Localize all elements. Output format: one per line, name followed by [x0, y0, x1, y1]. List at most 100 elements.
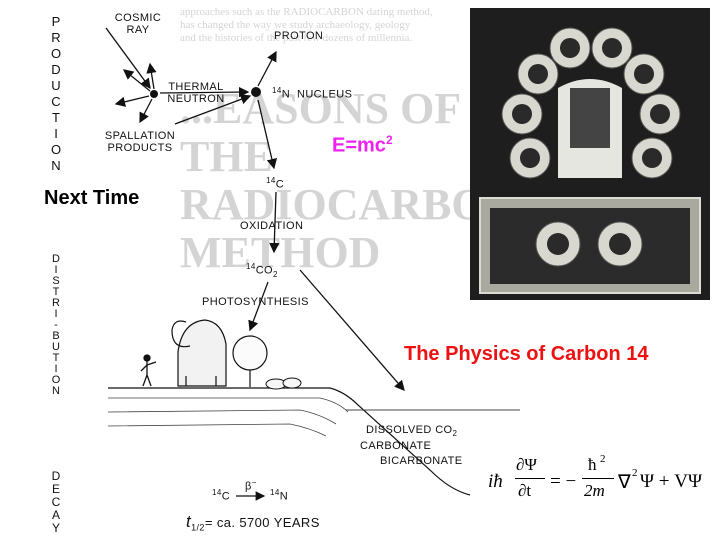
- side-letter: B: [52, 330, 60, 342]
- beta-label: β−: [245, 478, 257, 493]
- c14-label: 14C: [266, 176, 284, 191]
- side-letter: P: [51, 14, 61, 29]
- arrow-neutron-up: [146, 62, 157, 90]
- element-symbol: C: [221, 490, 231, 503]
- ground-stratum: [107, 423, 327, 437]
- arrow-cosmic-ray: [105, 27, 151, 90]
- side-letter: S: [52, 275, 60, 287]
- ground-stratum: [108, 397, 349, 413]
- isotope-mass: 14: [266, 176, 276, 185]
- nabla: ∇: [618, 472, 631, 493]
- i-hbar: iħ: [488, 471, 503, 492]
- dissolved-text: DISSOLVED CO: [366, 424, 453, 436]
- half-life-t: t: [186, 512, 192, 531]
- side-letter: I: [54, 264, 58, 276]
- co2-label: 14CO2: [246, 262, 278, 279]
- side-letter: O: [51, 374, 61, 386]
- bush-icon: [265, 377, 302, 390]
- numerator-left: ∂Ψ: [516, 455, 537, 474]
- arrow-n14-to-c14: [257, 99, 277, 170]
- isotope-mass: 14: [246, 262, 256, 271]
- isotope-mass: 14: [270, 488, 280, 497]
- decay-side-label: D E C A Y: [44, 470, 68, 535]
- cosmic-ray-line: RAY: [126, 24, 150, 36]
- human-figure-icon: [140, 354, 157, 387]
- isotope-mass: 14: [272, 86, 282, 95]
- beta-symbol: β: [245, 480, 252, 493]
- beta-charge: −: [251, 478, 257, 487]
- side-letter: R: [51, 30, 61, 45]
- cosmic-ray-line: COSMIC: [114, 12, 162, 24]
- thermal-neutron-label: THERMAL NEUTRON: [163, 81, 229, 105]
- side-letter: I: [54, 308, 58, 320]
- fraction-bar: [515, 478, 545, 479]
- slide-title: The Physics of Carbon 14: [404, 343, 649, 365]
- arrow-co2-to-ocean: [299, 269, 405, 391]
- decay-right-label: 14N: [270, 488, 288, 503]
- n14-nucleus-dot: [251, 87, 261, 97]
- side-letter: T: [52, 110, 60, 125]
- side-letter: U: [51, 78, 61, 93]
- side-letter: C: [51, 94, 61, 109]
- decay-left-label: 14C: [212, 488, 230, 503]
- isotope-mass: 14: [212, 488, 222, 497]
- arrow-spallation-to-n14: [174, 94, 252, 125]
- bg-small-line: and the histories of the past few dozens…: [180, 32, 413, 44]
- arrow-neutron-up-left: [122, 69, 151, 92]
- arrow-neutron-left: [114, 95, 150, 107]
- half-life-value: = ca. 5700 YEARS: [204, 515, 320, 530]
- ground-stratum: [107, 409, 337, 425]
- element-symbol: N: [279, 490, 289, 503]
- dissolved-co2-label: DISSOLVED CO2: [366, 424, 457, 438]
- side-letter: U: [52, 341, 60, 353]
- side-letter: A: [51, 508, 60, 522]
- cosmic-ray-label: COSMIC RAY: [108, 12, 168, 36]
- side-letter: I: [54, 126, 58, 141]
- bg-small-line: has changed the way we study archaeology…: [180, 19, 411, 31]
- oxidation-label: OXIDATION: [240, 220, 304, 232]
- denominator-left: ∂t: [518, 481, 532, 500]
- side-letter: T: [52, 286, 60, 298]
- ground-surface: [108, 387, 471, 496]
- apparatus-drawing: [470, 8, 710, 300]
- distribution-side-label: D I S T R I - B U T I O N: [44, 254, 68, 397]
- element-symbol: C: [275, 178, 285, 191]
- tree-icon: [232, 335, 268, 387]
- side-letter: -: [54, 319, 58, 331]
- side-letter: T: [52, 352, 60, 364]
- bg-small-line: approaches such as the RADIOCARBON datin…: [180, 6, 433, 18]
- dissolved-subscript: 2: [452, 429, 458, 439]
- side-letter: O: [50, 46, 62, 61]
- n14-nucleus-label: 14N NUCLEUS: [272, 86, 352, 101]
- side-letter: C: [51, 495, 61, 509]
- thermal-neutron-dot: [150, 90, 158, 98]
- side-letter: N: [52, 385, 60, 397]
- side-letter: N: [51, 158, 61, 173]
- thermal-neutron-line: THERMAL: [168, 81, 224, 93]
- proton-label: PROTON: [274, 30, 324, 42]
- spallation-line: SPALLATION: [104, 130, 176, 142]
- numerator-right-exp: 2: [600, 453, 606, 465]
- photo-tube: [570, 88, 610, 148]
- denominator-right: 2m: [584, 481, 605, 500]
- equation-tail: Ψ + VΨ: [640, 471, 702, 492]
- mammoth-icon: [171, 319, 227, 387]
- side-letter: Y: [51, 521, 60, 535]
- fraction-bar: [582, 478, 614, 479]
- emc2-equation: E=mc2: [332, 133, 393, 158]
- side-letter: D: [51, 62, 61, 77]
- production-side-label: P R O D U C T I O N: [44, 14, 68, 174]
- spallation-label: SPALLATION PRODUCTS: [100, 130, 180, 154]
- thermal-neutron-line: NEUTRON: [167, 93, 225, 105]
- side-letter: R: [52, 297, 60, 309]
- spallation-line: PRODUCTS: [107, 142, 173, 154]
- carbonate-label: CARBONATE: [360, 440, 432, 452]
- side-letter: I: [54, 363, 58, 375]
- next-time-text: Next Time: [44, 187, 140, 209]
- nabla-exp: 2: [632, 467, 638, 479]
- side-letter: D: [52, 253, 60, 265]
- arrow-c14-to-co2: [269, 191, 280, 254]
- half-life-label: t1/2= ca. 5700 YEARS: [186, 512, 320, 533]
- bicarbonate-label: BICARBONATE: [380, 455, 463, 467]
